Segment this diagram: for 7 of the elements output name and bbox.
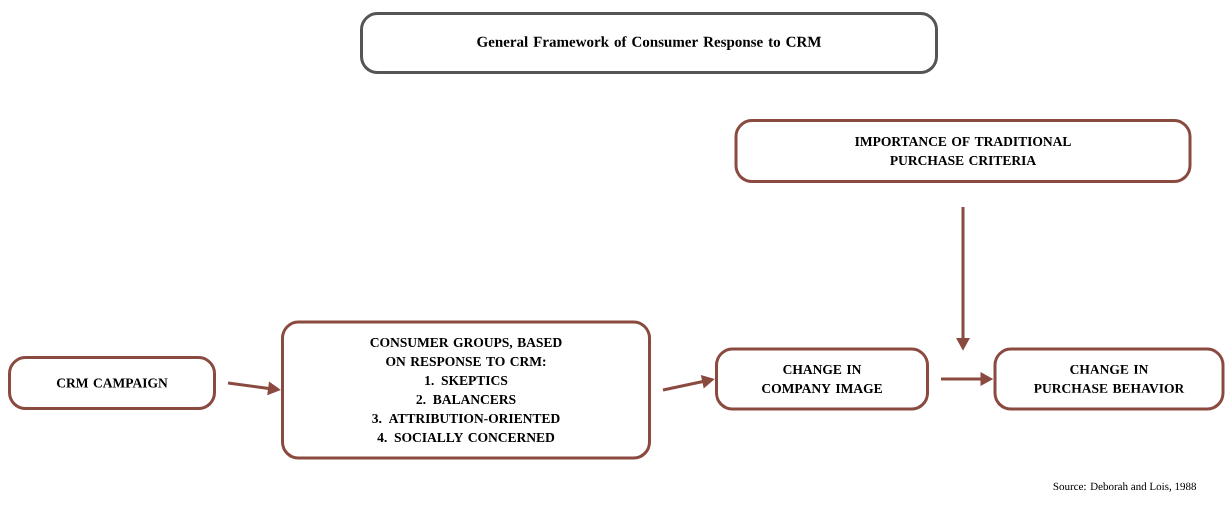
process-box: CONSUMER GROUPS, BASED ON RESPONSE TO CRM: 1. SKEPTICS 2. BALANCERS 3. ATTRIBUTION-ORIENTED 4. SOCIALLY CONCERNED [281,320,651,460]
process-box: CHANGE IN COMPANY IMAGE [715,347,929,411]
source-note: Source: Deborah and Lois, 1988 [1053,482,1197,492]
process-box: CRM CAMPAIGN [8,356,216,410]
process-box: IMPORTANCE OF TRADITIONAL PURCHASE CRITERIA [734,119,1192,183]
process-box: CHANGE IN PURCHASE BEHAVIOR [993,347,1225,411]
title-box: General Framework of Consumer Response to CRM [360,12,938,74]
